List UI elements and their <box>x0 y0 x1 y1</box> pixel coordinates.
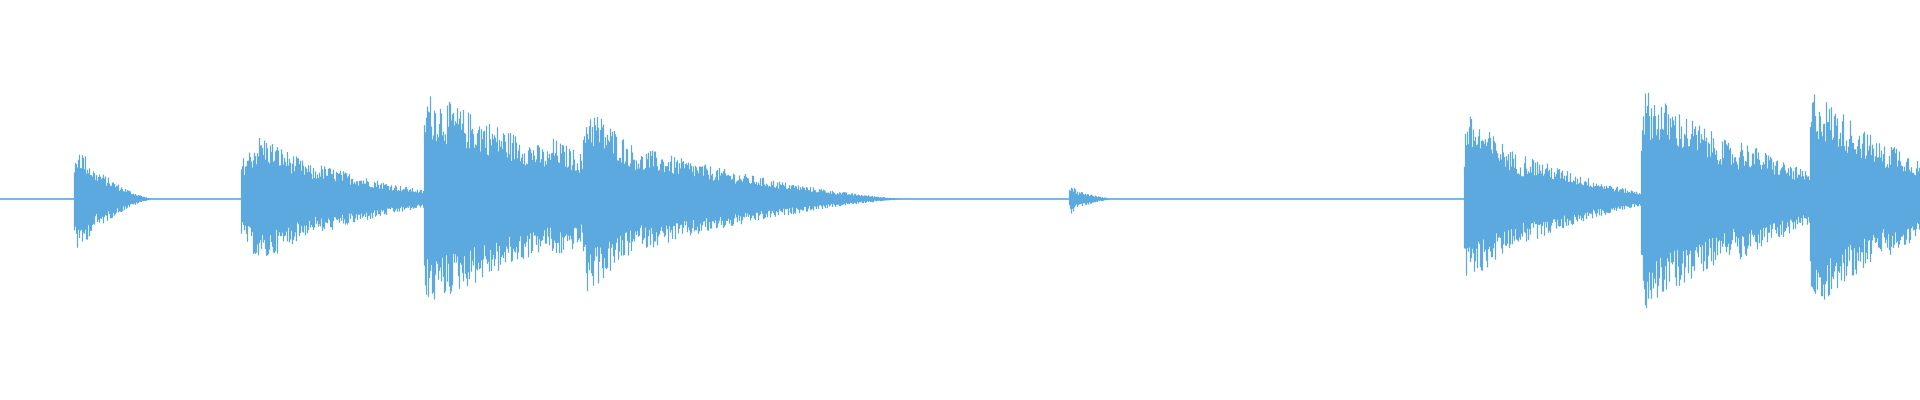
waveform-bars <box>0 92 1920 309</box>
waveform-path <box>0 92 1920 309</box>
